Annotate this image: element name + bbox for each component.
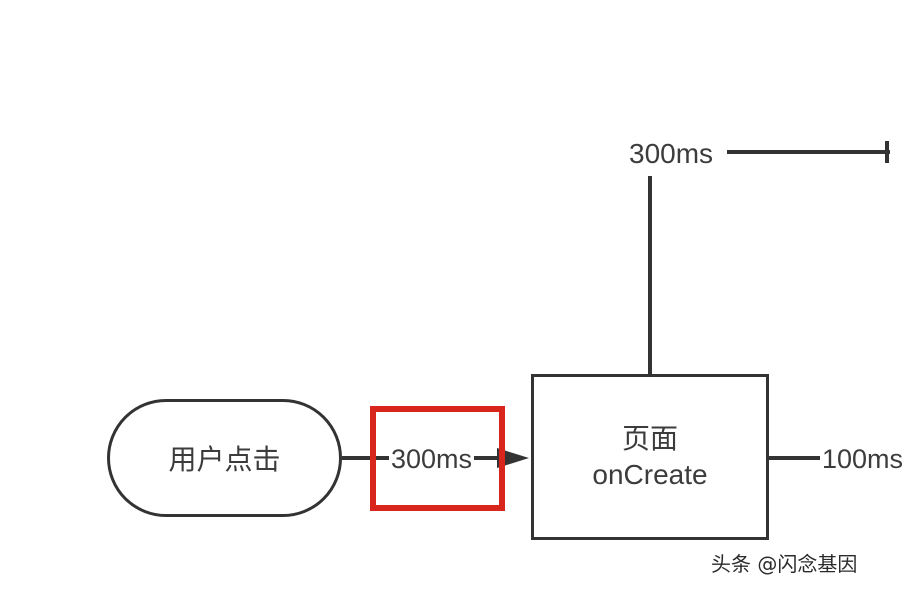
edge-label-start-to-process: 300ms <box>389 444 475 474</box>
watermark-text: 头条 @闪念基因 <box>711 552 858 576</box>
start-node-label: 用户点击 <box>168 443 281 476</box>
process-node-subtitle: onCreate <box>592 459 708 490</box>
arrow-head-icon <box>497 448 529 468</box>
start-node-user-click: 用户点击 <box>107 399 342 517</box>
process-node-page-oncreate: 页面 onCreate <box>531 374 769 540</box>
highlight-box <box>370 406 505 511</box>
process-node-title: 页面 <box>621 422 678 455</box>
edge-label-process-right: 100ms <box>820 444 905 474</box>
edge-label-process-up: 300ms <box>627 138 716 169</box>
